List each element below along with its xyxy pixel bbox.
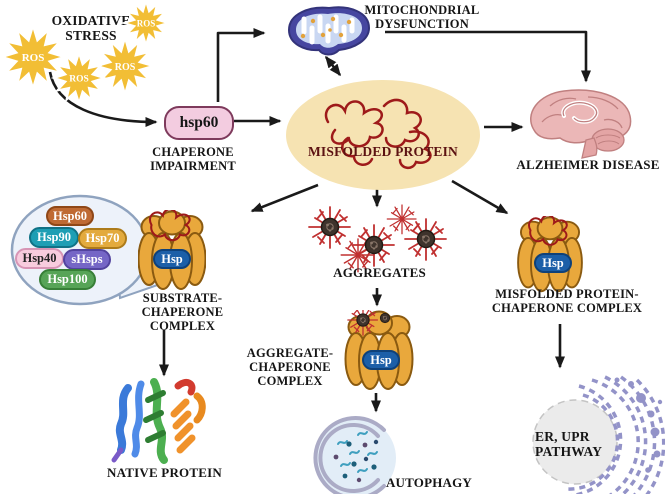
ros-label: ROS (115, 62, 136, 73)
ros-cluster: ROS ROS ROS ROS (0, 0, 172, 107)
hsp-family-pill-shsps: sHsps (63, 249, 111, 270)
arrow-misfolded-to-substrate-complex (250, 183, 319, 213)
alzheimer-disease-label: ALZHEIMER DISEASE (516, 157, 660, 172)
arrow-mitochondria-misfolded-bidirectional (324, 55, 342, 77)
hsp-badge: Hsp (362, 350, 400, 370)
arrow-misfolded-to-misfolded-complex (451, 179, 509, 215)
hsp60-node: hsp60 (164, 106, 234, 140)
oxidative-stress-label: OXIDATIVE STRESS (51, 13, 131, 44)
hsp-family-pill-hsp40: Hsp40 (15, 248, 64, 269)
hsp-family-pill-hsp100: Hsp100 (39, 269, 96, 290)
hsp-family-pill-hsp70: Hsp70 (78, 228, 127, 249)
arrow-stress-to-mitochondria (216, 28, 266, 102)
er-upr-pathway-label: ER, UPR PATHWAY (535, 429, 603, 460)
autophagy-vesicle-icon (313, 416, 396, 494)
ros-label: ROS (22, 52, 45, 64)
aggregate-chaperone-complex-label: AGGREGATE- CHAPERONE COMPLEX (246, 346, 334, 388)
hsp60-label: hsp60 (179, 114, 219, 131)
ros-burst-icon (50, 49, 108, 107)
autophagy-label: AUTOPHAGY (385, 475, 473, 490)
ros-burst-icon (120, 0, 172, 49)
ros-burst-icon (93, 34, 157, 98)
arrow-ros-to-hsp60 (48, 71, 158, 127)
mitochondrial-dysfunction-label: MITOCHONDRIAL DYSFUNCTION (364, 3, 480, 31)
misfolded-chaperone-complex-label: MISFOLDED PROTEIN- CHAPERONE COMPLEX (491, 287, 643, 315)
arrow-dysfunction-to-brain (385, 30, 591, 83)
ros-label: ROS (69, 75, 89, 85)
misfolded-protein-label: MISFOLDED PROTEIN (307, 144, 459, 159)
er-icon (532, 375, 665, 494)
brain-icon (530, 89, 632, 159)
native-protein-label: NATIVE PROTEIN (107, 465, 222, 480)
hsp-badge: Hsp (534, 253, 572, 273)
hsp-family-pill-hsp60: Hsp60 (46, 206, 94, 226)
misfolded-protein-squiggles (324, 98, 432, 169)
hsp-family-pill-hsp90: Hsp90 (29, 227, 79, 248)
chaperone-impairment-label: CHAPERONE IMPAIRMENT (150, 145, 236, 173)
hsp-badge: Hsp (153, 249, 191, 269)
aggregates-icon (308, 204, 447, 273)
native-protein-icon (111, 378, 206, 464)
substrate-chaperone-complex-label: SUBSTRATE- CHAPERONE COMPLEX (141, 291, 224, 333)
misfolded-protein-node: MISFOLDED PROTEIN (286, 80, 480, 190)
aggregates-label: AGGREGATES (333, 265, 426, 280)
ros-label: ROS (137, 19, 156, 29)
ros-burst-icon (0, 22, 68, 92)
mitochondria-icon (287, 6, 371, 56)
